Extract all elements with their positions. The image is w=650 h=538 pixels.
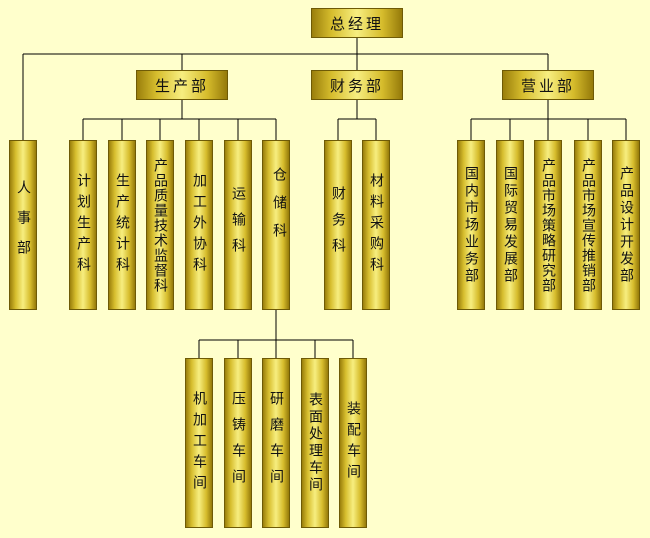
sales-unit-label: 产品设计开发部 <box>618 165 634 285</box>
general-manager-label: 总经理 <box>329 14 384 33</box>
workshop-box: 机加工车间 <box>185 358 213 528</box>
sales-unit-box: 产品设计开发部 <box>612 140 640 310</box>
sales-unit-box: 产品市场宣传推销部 <box>574 140 602 310</box>
workshop-label: 研磨车间 <box>268 391 284 495</box>
finance-dept-box: 财务部 <box>311 70 403 100</box>
finance-unit-box: 财务科 <box>324 140 352 310</box>
finance-unit-label: 材料采购科 <box>368 172 384 278</box>
production-unit-box: 运输科 <box>224 140 252 310</box>
production-unit-label: 加工外协科 <box>191 172 207 278</box>
warehouse-unit-box: 仓储科 <box>262 140 290 310</box>
sales-unit-box: 国际贸易发展部 <box>496 140 524 310</box>
workshop-label: 装配车间 <box>345 401 361 485</box>
production-unit-box: 生产统计科 <box>108 140 136 310</box>
production-unit-box: 加工外协科 <box>185 140 213 310</box>
production-unit-box: 产品质量技术监督科 <box>146 140 174 310</box>
production-unit-label: 计划生产科 <box>75 172 91 278</box>
workshop-box: 装配车间 <box>339 358 367 528</box>
production-dept-box: 生产部 <box>136 70 228 100</box>
sales-unit-box: 产品市场策略研究部 <box>534 140 562 310</box>
workshop-box: 表面处理车间 <box>301 358 329 528</box>
finance-dept-label: 财务部 <box>329 76 384 95</box>
sales-unit-box: 国内市场业务部 <box>457 140 485 310</box>
sales-unit-label: 国内市场业务部 <box>463 165 479 285</box>
production-unit-label: 生产统计科 <box>114 172 130 278</box>
finance-unit-box: 材料采购科 <box>362 140 390 310</box>
sales-unit-label: 产品市场宣传推销部 <box>580 157 596 293</box>
workshop-label: 压铸车间 <box>230 391 246 495</box>
production-dept-label: 生产部 <box>154 76 209 95</box>
workshop-box: 压铸车间 <box>224 358 252 528</box>
production-unit-box: 计划生产科 <box>69 140 97 310</box>
sales-unit-label: 国际贸易发展部 <box>502 165 518 285</box>
production-unit-label: 运输科 <box>230 186 246 264</box>
sales-dept-box: 营业部 <box>502 70 594 100</box>
general-manager-box: 总经理 <box>311 8 403 38</box>
sales-dept-label: 营业部 <box>520 76 575 95</box>
production-unit-label: 仓储科 <box>271 167 287 251</box>
production-unit-label: 产品质量技术监督科 <box>152 157 168 293</box>
personnel-dept-box: 人事部 <box>9 140 37 310</box>
finance-unit-label: 财务科 <box>330 186 346 264</box>
workshop-label: 机加工车间 <box>191 390 207 496</box>
workshop-box: 研磨车间 <box>262 358 290 528</box>
sales-unit-label: 产品市场策略研究部 <box>540 157 556 293</box>
workshop-label: 表面处理车间 <box>307 392 323 494</box>
personnel-dept-label: 人事部 <box>15 180 31 270</box>
